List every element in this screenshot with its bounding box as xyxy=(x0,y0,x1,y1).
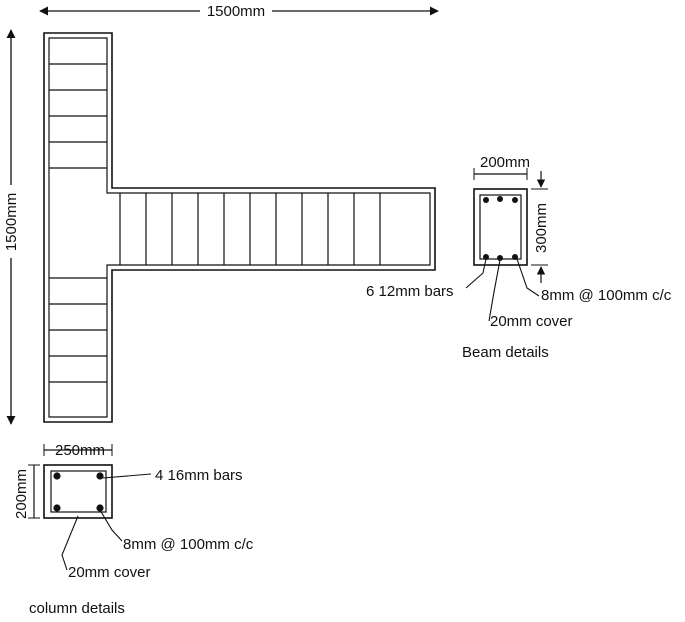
beam-bar xyxy=(483,254,489,260)
beam-stirrup-rect xyxy=(479,194,522,260)
t-plan-outline xyxy=(43,32,436,423)
column-strip-stirrups xyxy=(49,63,107,383)
column-bar xyxy=(96,504,104,512)
beam-stirrup-leader xyxy=(516,258,540,297)
left-dimension: 1500mm xyxy=(3,29,20,425)
beam-details-title: Beam details xyxy=(462,344,549,361)
beam-bar xyxy=(512,197,518,203)
column-cover-label: 20mm cover xyxy=(68,564,151,581)
top-dimension: 1500mm xyxy=(39,3,439,20)
left-dimension-label: 1500mm xyxy=(3,193,20,251)
column-cover-leader xyxy=(61,515,79,571)
beam-bar xyxy=(497,196,503,202)
t-plan-inner-outline xyxy=(48,37,431,418)
column-bars-label: 4 16mm bars xyxy=(155,467,243,484)
column-stirrup-rect xyxy=(50,470,107,513)
beam-bars-label: 6 12mm bars xyxy=(366,283,454,300)
column-bars-leader xyxy=(102,473,152,479)
beam-outer-rect xyxy=(473,188,528,266)
beam-bar xyxy=(512,254,518,260)
beam-width-label: 200mm xyxy=(480,154,530,171)
top-dimension-label: 1500mm xyxy=(207,3,265,20)
beam-cover-leader xyxy=(488,259,501,322)
column-bar xyxy=(53,504,61,512)
beam-strip-stirrups xyxy=(119,193,381,265)
column-outer-rect xyxy=(43,464,113,519)
beam-bars-leader xyxy=(465,258,487,289)
beam-height-label: 300mm xyxy=(533,203,550,253)
beam-bar xyxy=(483,197,489,203)
beam-cover-label: 20mm cover xyxy=(490,313,573,330)
column-stirrup-label: 8mm @ 100mm c/c xyxy=(123,536,254,553)
column-width-label: 250mm xyxy=(55,442,105,459)
t-plan xyxy=(43,32,436,423)
column-bar xyxy=(96,472,104,480)
beam-stirrup-label: 8mm @ 100mm c/c xyxy=(541,287,672,304)
beam-bar xyxy=(497,255,503,261)
column-bar xyxy=(53,472,61,480)
column-section: 250mm 200mm 4 16mm bars 8mm @ 100mm c/c … xyxy=(13,442,254,617)
column-details-title: column details xyxy=(29,600,125,617)
beam-section: 200mm 300mm 6 12mm bars 8mm @ 100mm c/c … xyxy=(366,154,672,361)
column-height-label: 200mm xyxy=(13,469,30,519)
column-stirrup-leader xyxy=(99,509,123,542)
